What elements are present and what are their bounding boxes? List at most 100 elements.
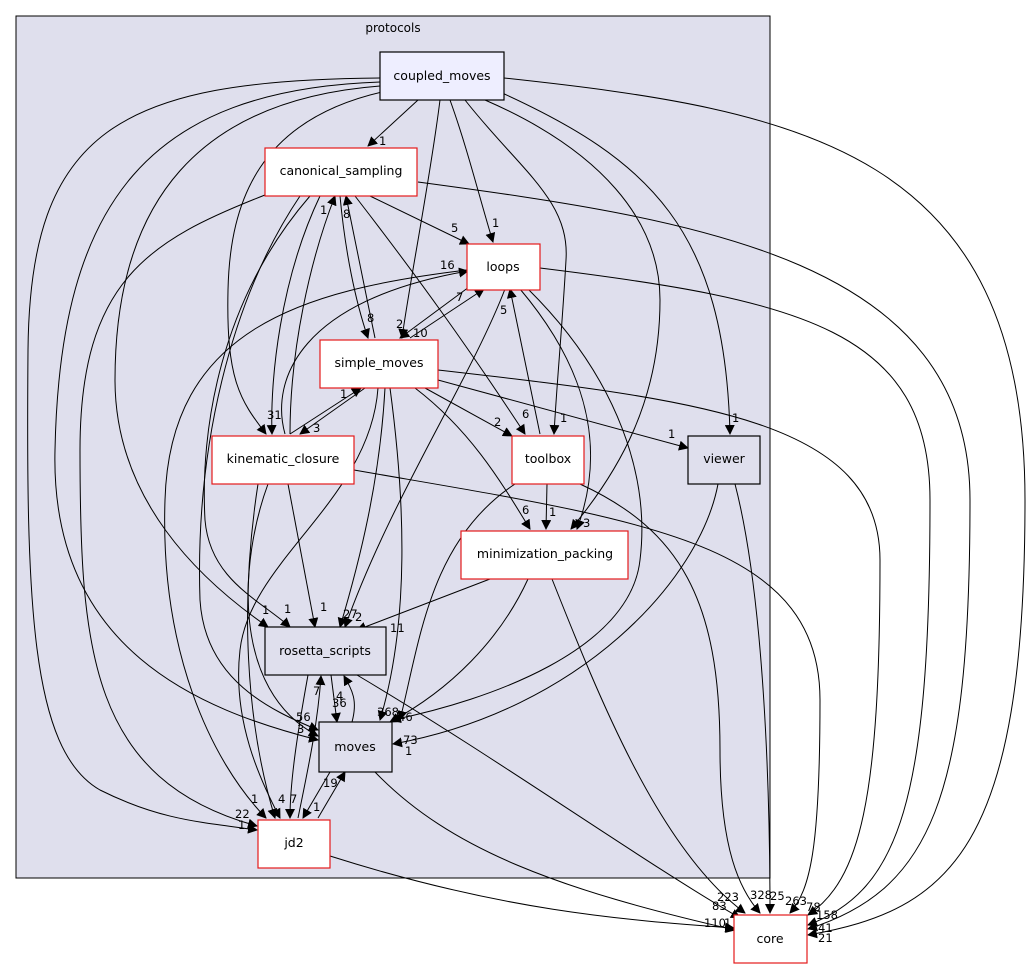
node-core[interactable]: core [733, 914, 808, 964]
edge-label: 8 [343, 207, 350, 221]
node-coupled-moves[interactable]: coupled_moves [379, 51, 505, 101]
edge-label: 3 [313, 421, 320, 435]
node-canonical-sampling[interactable]: canonical_sampling [264, 147, 418, 197]
edge-kinematic-loops [281, 267, 469, 435]
node-label: moves [334, 739, 375, 754]
edge-label: 56 [296, 710, 311, 724]
edge-label: 1 [732, 411, 739, 425]
edge-label: 25 [770, 889, 785, 903]
edge-simplemoves-canonical [342, 195, 376, 339]
node-label: kinematic_closure [227, 451, 340, 466]
edge-rosetta-core [356, 674, 741, 919]
edge-label: 22 [235, 807, 250, 821]
node-label: rosetta_scripts [279, 643, 371, 658]
edge-loops-minpack [519, 288, 592, 530]
edge-label: 21 [818, 931, 833, 945]
edge-canonical-core [417, 181, 971, 932]
edge-canonical-jd2 [79, 194, 266, 829]
edge-canonical-toolbox [354, 195, 526, 435]
node-label: jd2 [283, 835, 303, 850]
edge-label: 1 [405, 744, 412, 758]
node-kinematic-closure[interactable]: kinematic_closure [211, 435, 355, 485]
edge-label: 46 [398, 710, 413, 724]
node-label: simple_moves [335, 355, 424, 370]
node-simple-moves[interactable]: simple_moves [319, 339, 439, 389]
edge-loops-core [539, 267, 931, 927]
edge-label: 16 [440, 258, 455, 272]
protocols-cluster [15, 15, 771, 879]
edge-labels: 1 8 1 5 1 16 7 5 8 2 10 1 3 31 2 6 1 1 1… [235, 134, 838, 945]
edge-label: 10 [413, 326, 428, 340]
node-label: viewer [703, 451, 745, 466]
edge-jd2-core [329, 855, 735, 933]
edge-coupled-moves [54, 81, 381, 743]
node-label: loops [486, 259, 519, 274]
edge-label: 27 [343, 607, 358, 621]
edge-toolbox-core [579, 483, 761, 914]
nodes: coupled_moves canonical_sampling loops s… [211, 51, 808, 964]
edge-coupled-jd2 [27, 77, 381, 834]
node-moves[interactable]: moves [318, 721, 393, 773]
edge-canonical-moves [199, 195, 319, 732]
edge-label: 73 [403, 733, 418, 747]
edge-label: 110 [704, 916, 726, 930]
edge-label: 5 [451, 221, 458, 235]
edge-label: 368 [377, 705, 399, 719]
edge-simplemoves-loops [409, 288, 485, 339]
edge-label: 6 [522, 503, 529, 517]
edge-label: 328 [750, 888, 772, 902]
edge-coupled-core [503, 77, 1026, 939]
edge-canonical-loops [369, 195, 470, 245]
edge-label: 1 [320, 203, 327, 217]
edge-label: 6 [522, 407, 529, 421]
edges [27, 77, 1026, 939]
edge-coupled-rosetta [114, 85, 381, 628]
edge-loops-rosetta [343, 288, 506, 628]
edge-kinematic-core [353, 469, 821, 914]
edge-simplemoves-toolbox [424, 387, 513, 437]
edge-minpack-core [551, 578, 746, 914]
edge-label: 2 [494, 415, 501, 429]
edge-canonical-simplemoves [339, 195, 370, 339]
node-label: canonical_sampling [280, 163, 403, 178]
edge-label: 1 [251, 792, 258, 806]
edge-label: 1 [340, 387, 347, 401]
edge-rosetta-moves [330, 674, 341, 723]
edge-coupled-kinematic [227, 91, 383, 435]
edge-label: 1 [549, 505, 556, 519]
edge-kinematic-jd2 [247, 483, 278, 819]
edge-toolbox-loops [506, 288, 541, 435]
node-minimization-packing[interactable]: minimization_packing [460, 530, 629, 580]
edge-minpack-moves [389, 578, 529, 723]
edge-toolbox-moves [397, 483, 516, 721]
edge-viewer-moves [392, 483, 719, 748]
edge-label: 1 [320, 600, 327, 614]
edge-label: 19 [323, 776, 338, 790]
node-label: core [756, 931, 783, 946]
edge-label: 36 [332, 696, 347, 710]
node-loops[interactable]: loops [466, 243, 541, 291]
edge-label: 158 [816, 908, 838, 922]
node-viewer[interactable]: viewer [687, 435, 761, 485]
edge-label: 3 [297, 722, 304, 736]
edge-kinematic-canonical [289, 195, 337, 435]
edge-minpack-rosetta [356, 578, 491, 632]
edge-label: 78 [806, 900, 821, 914]
edge-viewer-core [734, 483, 775, 914]
edge-label: 1 [262, 603, 269, 617]
edge-label: 3 [583, 516, 590, 530]
cluster-title: protocols [365, 21, 420, 35]
edge-jd2-rosetta [297, 675, 326, 819]
edge-rosetta-jd2 [285, 674, 309, 819]
edge-label: 1 [379, 134, 386, 148]
edge-simplemoves-moves [377, 387, 403, 721]
node-rosetta-scripts[interactable]: rosetta_scripts [264, 626, 387, 676]
edge-label: 1 [724, 916, 731, 930]
edge-label: 1 [284, 602, 291, 616]
edge-kinematic-rosetta [287, 483, 319, 628]
node-toolbox[interactable]: toolbox [511, 435, 585, 485]
node-jd2[interactable]: jd2 [257, 819, 331, 869]
edge-simplemoves-minpack [414, 387, 531, 530]
edge-label: 83 [712, 899, 727, 913]
